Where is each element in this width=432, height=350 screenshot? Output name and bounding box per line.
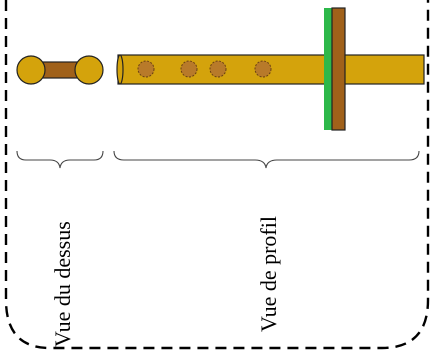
finger-hole	[180, 60, 198, 78]
side-view-brace	[113, 150, 420, 169]
top-view-label: Vue du dessus	[50, 221, 75, 347]
side-view-label: Vue de profil	[256, 216, 281, 332]
finger-hole	[137, 60, 155, 78]
top-view-brace	[16, 150, 104, 169]
flute-end-cap	[116, 54, 124, 85]
finger-hole	[209, 60, 227, 78]
crossbar	[331, 7, 346, 131]
top-view-right-knob	[74, 55, 104, 85]
dashed-border	[4, 0, 430, 350]
top-view-drawing	[16, 55, 104, 85]
side-view-drawing	[116, 7, 425, 131]
top-view-left-knob	[16, 55, 46, 85]
crossbar-green-strip	[324, 8, 332, 130]
finger-hole	[254, 60, 272, 78]
